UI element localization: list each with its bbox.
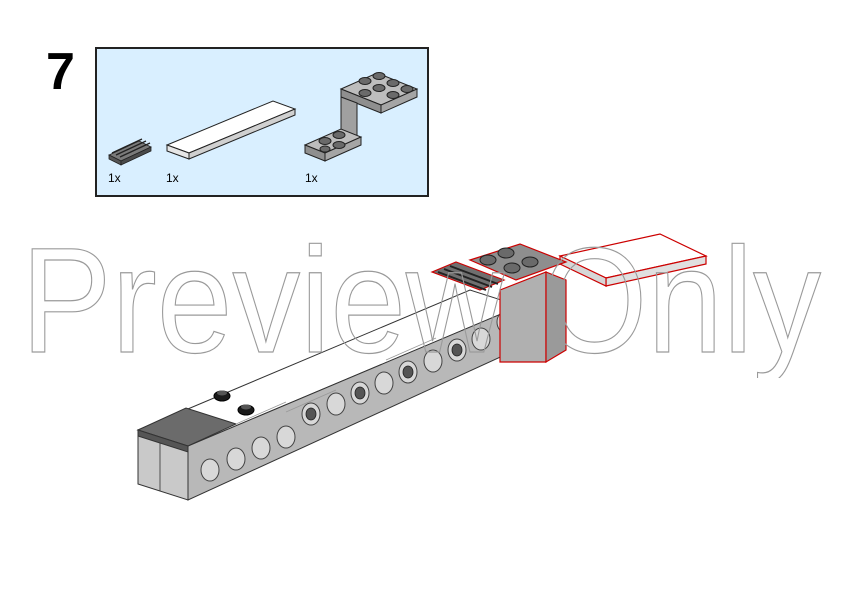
white-tile-icon xyxy=(165,100,297,160)
dark-gray-tile xyxy=(136,407,238,453)
preview-watermark: Preview Only xyxy=(20,228,821,378)
quantity-label: 1x xyxy=(305,171,318,185)
grille-tile-icon xyxy=(108,138,152,166)
new-white-tile xyxy=(558,233,708,287)
parts-illustrations xyxy=(108,72,419,166)
new-grille-tile xyxy=(430,261,506,291)
step-number: 7 xyxy=(46,43,75,101)
parts-callout: 1x 1x 1x xyxy=(95,47,429,197)
quantity-label: 1x xyxy=(108,171,121,185)
new-bracket xyxy=(468,243,568,364)
bracket-icon xyxy=(303,72,419,162)
watermark-text: Preview Only xyxy=(21,228,821,378)
quantity-label: 1x xyxy=(166,171,179,185)
